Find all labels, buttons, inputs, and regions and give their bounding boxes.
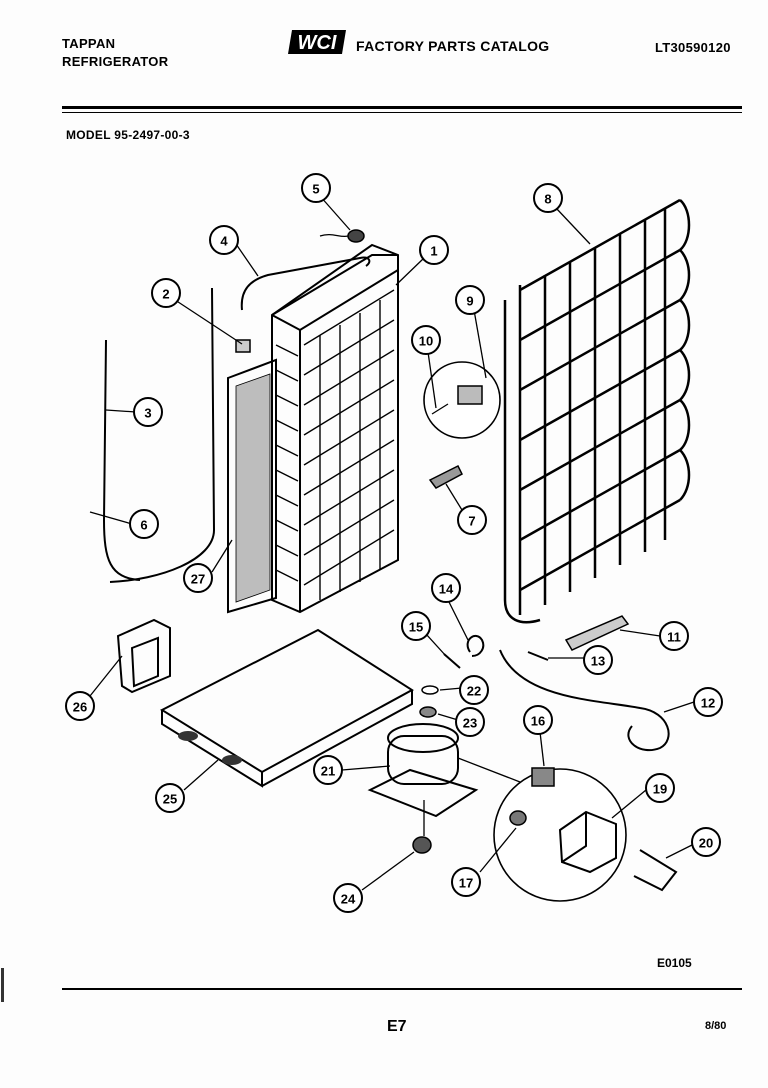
callout-1: 1: [419, 235, 449, 265]
model-number: MODEL 95-2497-00-3: [66, 128, 190, 142]
svg-text:14: 14: [439, 582, 454, 597]
callout-13: 13: [583, 645, 613, 675]
insulation-panel: [227, 358, 277, 614]
screw-13: [527, 651, 549, 661]
callout-27: 27: [183, 563, 213, 593]
callout-4: 4: [209, 225, 239, 255]
callout-8: 8: [533, 183, 563, 213]
sensor-tube: [109, 287, 216, 583]
base-pan: [159, 628, 414, 788]
scan-margin-mark: [1, 968, 4, 1002]
svg-text:5: 5: [312, 182, 319, 197]
callout-23: 23: [455, 707, 485, 737]
power-cord: [499, 649, 670, 752]
svg-text:17: 17: [459, 876, 473, 891]
svg-text:24: 24: [341, 892, 356, 907]
screw-15: [443, 653, 461, 669]
washer-22: [421, 685, 439, 695]
svg-text:19: 19: [653, 782, 667, 797]
callout-17: 17: [451, 867, 481, 897]
callout-26: 26: [65, 691, 95, 721]
callout-5: 5: [301, 173, 331, 203]
relay-detail: [493, 767, 627, 902]
callout-9: 9: [455, 285, 485, 315]
callout-25: 25: [155, 783, 185, 813]
svg-text:4: 4: [220, 234, 228, 249]
footer-rule: [62, 988, 742, 990]
compressor: [367, 723, 521, 818]
clip-detail: [423, 361, 501, 439]
callout-15: 15: [401, 611, 431, 641]
condenser-coil: [503, 198, 691, 624]
callout-2: 2: [151, 278, 181, 308]
svg-text:21: 21: [321, 764, 335, 779]
svg-text:8: 8: [544, 192, 551, 207]
svg-text:13: 13: [591, 654, 605, 669]
svg-text:11: 11: [667, 630, 681, 645]
svg-text:3: 3: [144, 406, 151, 421]
callout-19: 19: [645, 773, 675, 803]
callout-7: 7: [457, 505, 487, 535]
leader-lines: [89, 195, 695, 891]
svg-text:9: 9: [466, 294, 473, 309]
callout-24: 24: [333, 883, 363, 913]
grommet-24: [412, 800, 432, 854]
svg-text:26: 26: [73, 700, 87, 715]
svg-text:20: 20: [699, 836, 713, 851]
catalog-number: LT30590120: [655, 40, 731, 55]
grommet: [319, 229, 365, 243]
callout-10: 10: [411, 325, 441, 355]
clamp: [466, 634, 485, 657]
mounting-bracket: [116, 618, 171, 694]
page-code: E7: [387, 1018, 407, 1035]
header-rule-thin: [62, 112, 742, 113]
wire-clip: [633, 849, 678, 892]
callout-14: 14: [431, 573, 461, 603]
svg-text:23: 23: [463, 716, 477, 731]
svg-text:15: 15: [409, 620, 423, 635]
logo-text: WCI: [298, 32, 337, 54]
callout-12: 12: [693, 687, 723, 717]
svg-text:2: 2: [162, 287, 169, 302]
brand-name: TAPPAN: [62, 36, 116, 51]
callout-20: 20: [691, 827, 721, 857]
bracket: [428, 464, 463, 489]
svg-text:12: 12: [701, 696, 715, 711]
evaporator-block: [271, 243, 399, 614]
washer-23: [419, 706, 437, 718]
svg-text:27: 27: [191, 572, 205, 587]
drawing-code: E0105: [657, 956, 692, 970]
svg-text:6: 6: [140, 518, 147, 533]
wci-logo: WCI: [288, 30, 346, 54]
callout-21: 21: [313, 755, 343, 785]
svg-text:22: 22: [467, 684, 481, 699]
callout-6: 6: [129, 509, 159, 539]
svg-text:10: 10: [419, 334, 433, 349]
callout-3: 3: [133, 397, 163, 427]
catalog-title: FACTORY PARTS CATALOG: [356, 38, 550, 54]
heater: [564, 615, 630, 651]
svg-text:25: 25: [163, 792, 177, 807]
date-code: 8/80: [705, 1020, 727, 1032]
callout-22: 22: [459, 675, 489, 705]
evaporator-tube: [240, 256, 371, 311]
svg-text:16: 16: [531, 714, 545, 729]
svg-text:1: 1: [430, 244, 437, 259]
callout-11: 11: [659, 621, 689, 651]
svg-text:7: 7: [468, 514, 475, 529]
header-rule: [62, 106, 742, 109]
appliance-type: REFRIGERATOR: [62, 54, 169, 69]
callout-16: 16: [523, 705, 553, 735]
capillary-tube: [102, 339, 141, 581]
